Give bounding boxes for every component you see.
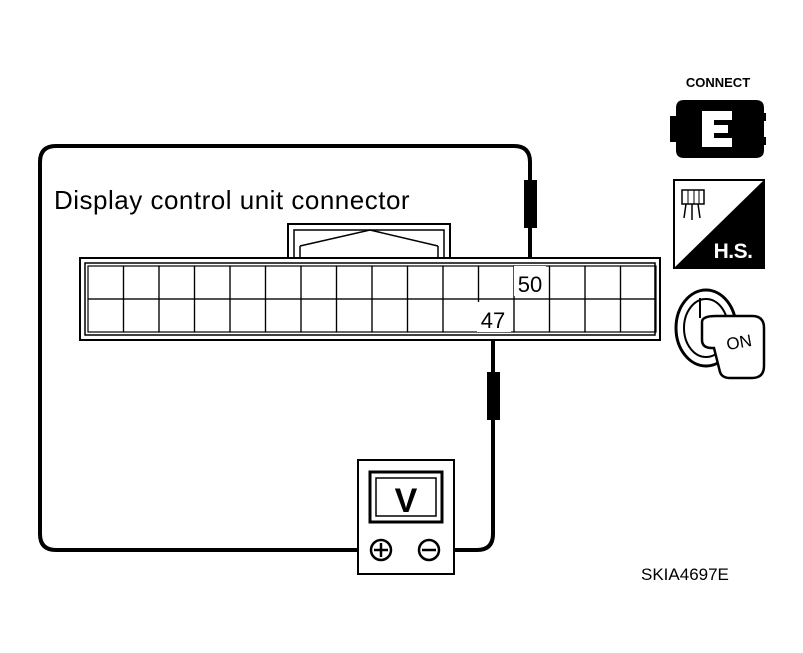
harness-side-icon: H.S.: [673, 179, 765, 269]
figure-code: SKIA4697E: [641, 565, 729, 584]
terminal-47-label: 47: [481, 308, 505, 333]
terminal-50-label: 50: [518, 272, 542, 297]
positive-lead-wire: [38, 144, 532, 552]
negative-probe: [487, 372, 500, 420]
harness-side-label: H.S.: [714, 240, 753, 263]
positive-probe: [524, 180, 537, 228]
ignition-label: ON: [725, 331, 753, 354]
negative-lead-wire: [432, 338, 495, 552]
voltmeter-unit-label: V: [395, 482, 418, 520]
display-control-unit-connector: [79, 223, 661, 341]
terminal-50-label-bg: [514, 266, 546, 296]
voltmeter-display: [368, 470, 444, 524]
voltmeter: V: [357, 459, 455, 575]
ignition-key-icon: ON: [674, 288, 766, 380]
terminal-cavity: [619, 298, 657, 333]
connector-plug-icon: CONNECT: [670, 75, 766, 158]
connector-lock-tab: [287, 223, 451, 258]
connect-label: CONNECT: [686, 75, 750, 90]
terminal-47-label-bg: [477, 302, 511, 332]
connector-title: Display control unit connector: [54, 185, 410, 215]
